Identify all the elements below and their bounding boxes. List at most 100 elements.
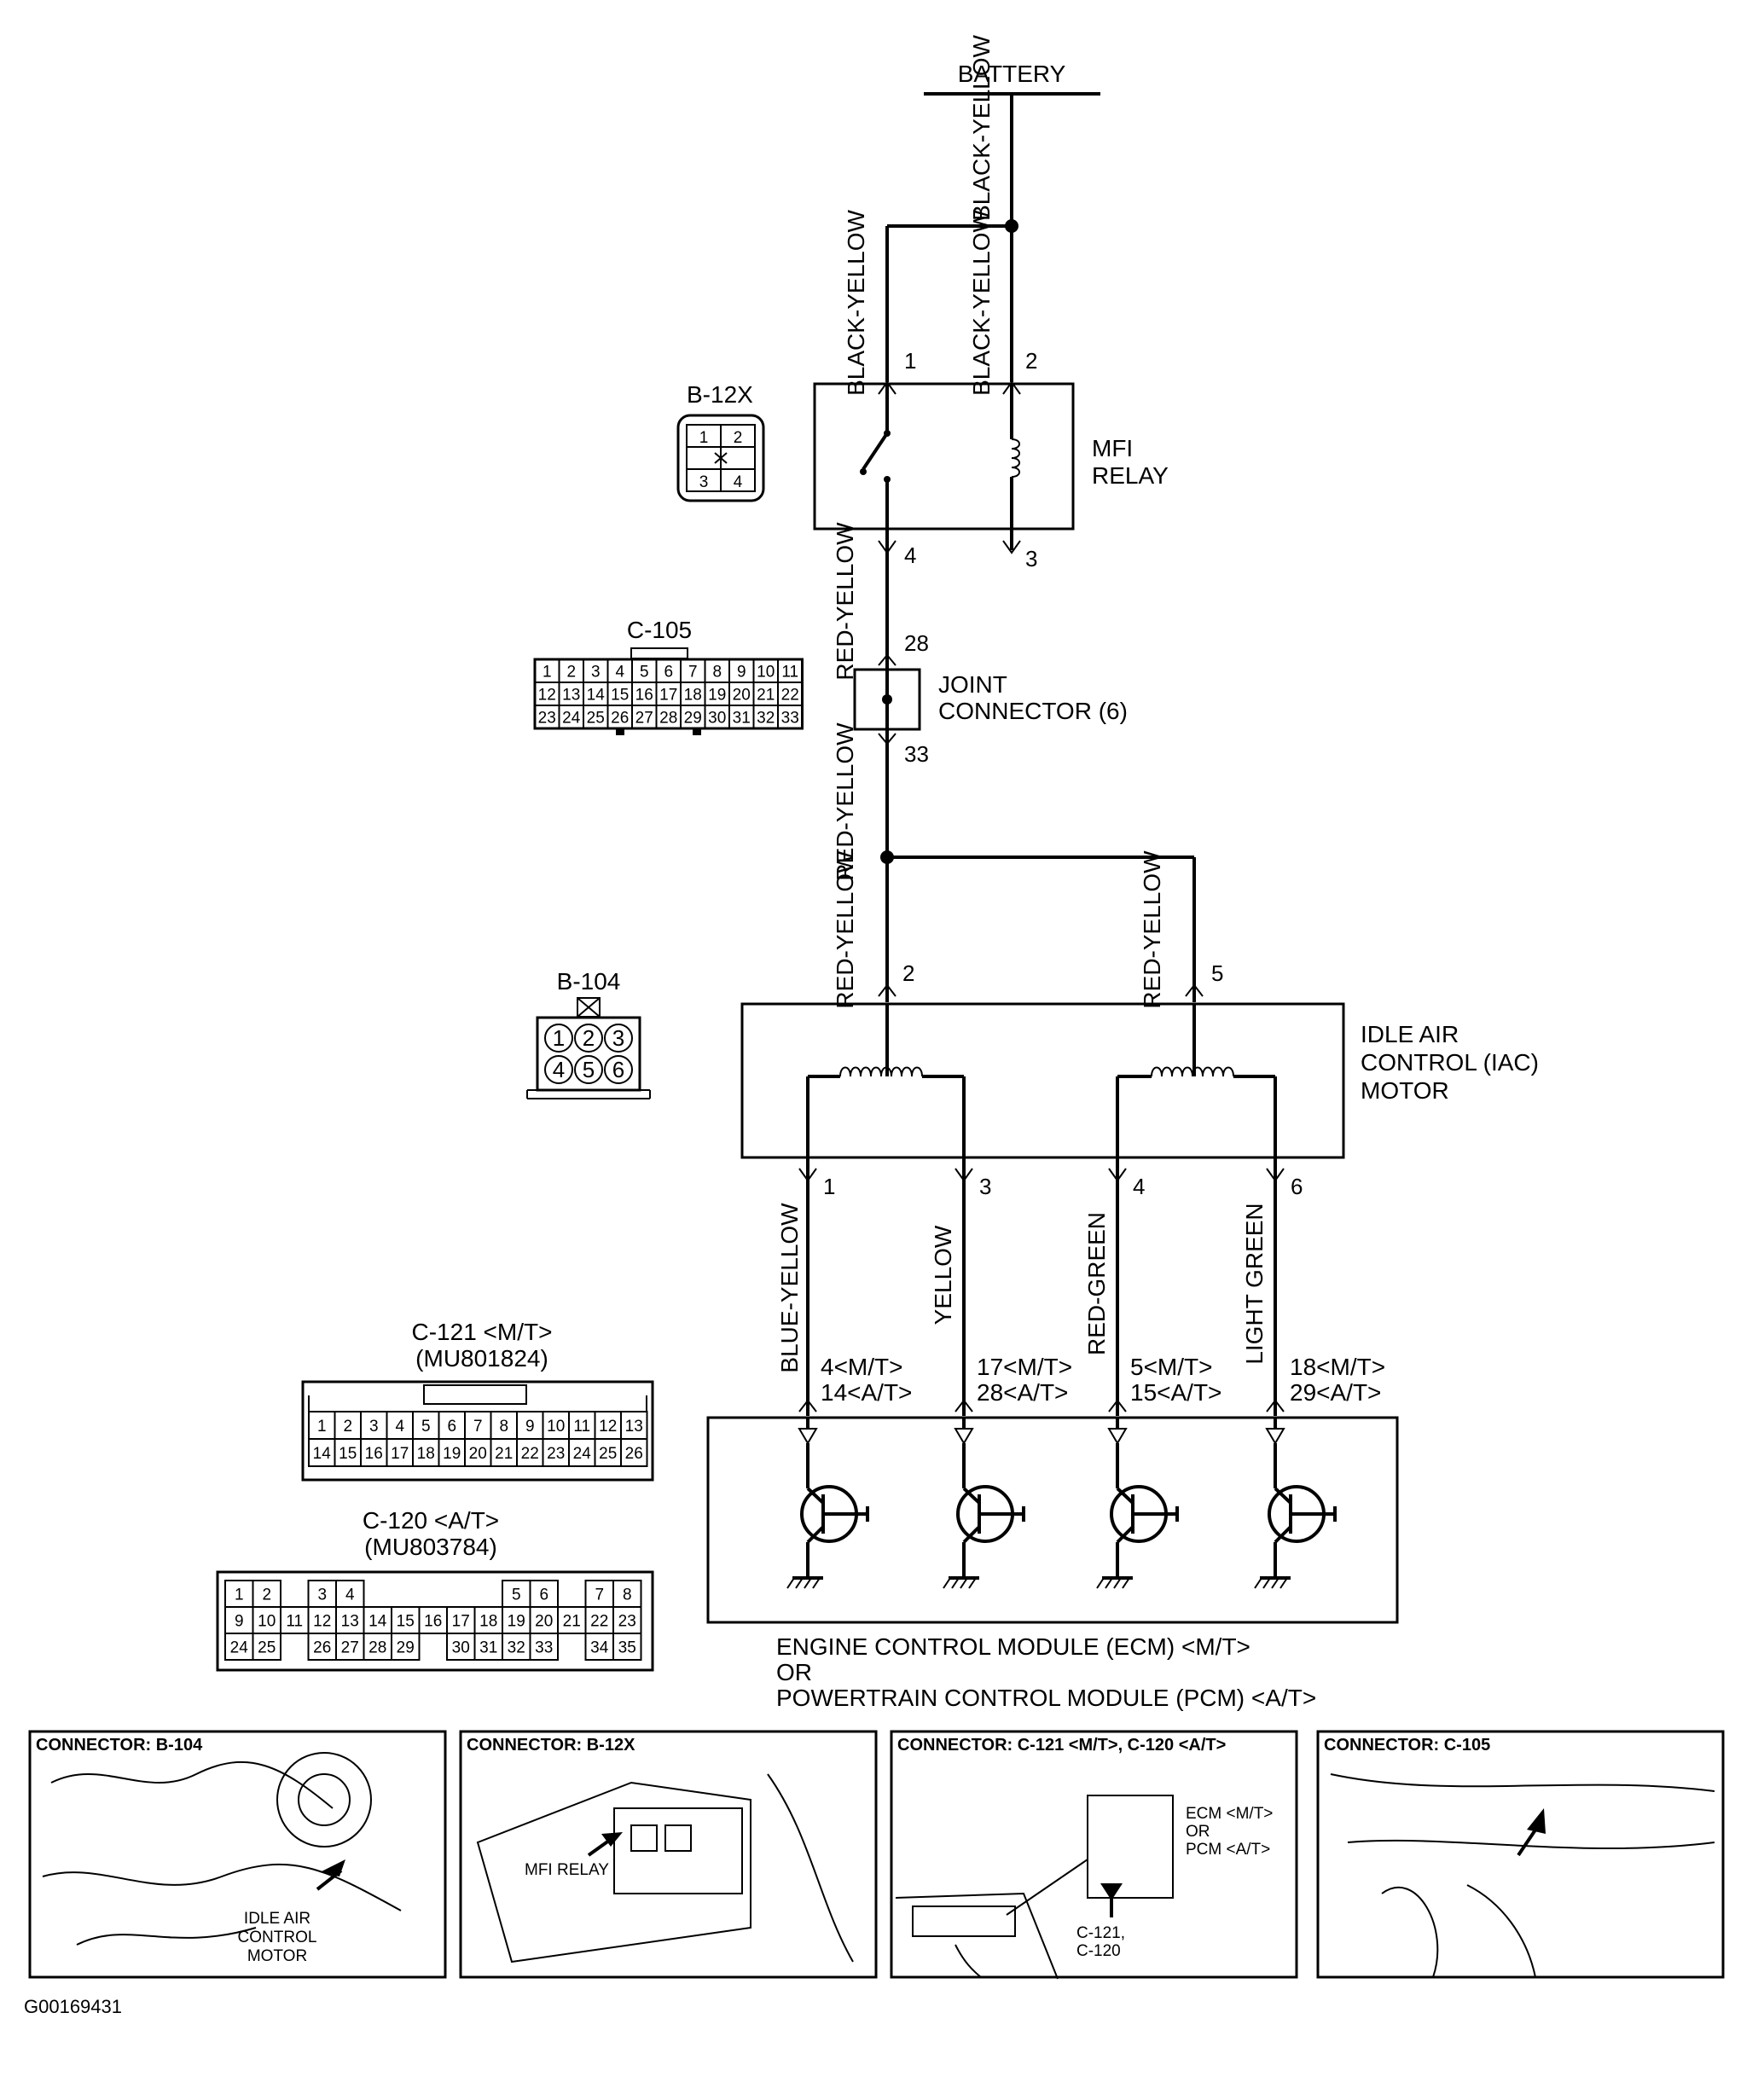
ground-icon xyxy=(812,1577,821,1589)
ecm-pin-1-mt: 4<M/T> xyxy=(821,1354,902,1380)
c105-pin: 26 xyxy=(611,710,629,728)
photo-sketch xyxy=(664,1824,692,1852)
photo-arrow xyxy=(587,1836,614,1857)
b104-pin-socket xyxy=(574,1055,603,1084)
c120-pin: 3 xyxy=(317,1586,327,1604)
wire-label-yellow: YELLOW xyxy=(930,1225,956,1325)
photo-label: C-120 xyxy=(1076,1942,1121,1960)
connector-c121 xyxy=(301,1380,654,1482)
c120-pin: 23 xyxy=(618,1613,636,1631)
c105-pin: 22 xyxy=(781,687,799,705)
connector-b12x xyxy=(676,414,765,502)
c121-pin: 25 xyxy=(599,1445,617,1463)
c105-pin: 8 xyxy=(712,664,722,682)
c105-pin: 29 xyxy=(684,710,702,728)
c120-pin: 30 xyxy=(452,1639,470,1657)
c105-pin: 14 xyxy=(587,687,606,705)
c105-pin: 12 xyxy=(538,687,556,705)
c120-pin: 25 xyxy=(258,1639,276,1657)
b104-pin-socket xyxy=(544,1055,573,1084)
photo-sketch xyxy=(50,1761,334,1809)
c120-pin: 29 xyxy=(397,1639,415,1657)
c120-cell xyxy=(529,1633,559,1661)
c105-pin: 9 xyxy=(737,664,746,682)
b12x-pin-3: 3 xyxy=(699,473,709,491)
figure-id: G00169431 xyxy=(24,1996,122,2017)
connector-c121-name: C-121 <M/T> xyxy=(412,1319,553,1345)
wire-label-red-yellow-2: RED-YELLOW xyxy=(832,722,858,881)
photo-sketch xyxy=(1087,1795,1174,1899)
c105-pin: 16 xyxy=(635,687,653,705)
c121-pin: 11 xyxy=(573,1418,590,1436)
connector-c121-key xyxy=(423,1384,527,1405)
c105-pin: 15 xyxy=(611,687,629,705)
pin-arrow xyxy=(955,1168,973,1182)
c105-pin: 27 xyxy=(635,710,653,728)
ecm-pin-3-mt: 5<M/T> xyxy=(1130,1354,1212,1380)
c120-pin: 4 xyxy=(345,1586,355,1604)
c105-pin: 23 xyxy=(538,710,556,728)
c120-pin: 8 xyxy=(623,1586,632,1604)
c120-pin: 10 xyxy=(258,1613,276,1631)
c121-pin: 15 xyxy=(339,1445,357,1463)
c120-pin: 16 xyxy=(424,1613,442,1631)
photo-connector-b104: CONNECTOR: B-104 IDLE AIR CONTROL MOTOR xyxy=(28,1730,447,1979)
photo-sketch xyxy=(613,1807,743,1894)
ground-icon xyxy=(1122,1577,1130,1589)
ground-icon xyxy=(1271,1577,1279,1589)
ecm-label-3: POWERTRAIN CONTROL MODULE (PCM) <A/T> xyxy=(776,1685,1316,1711)
iac-label-1: IDLE AIR xyxy=(1361,1021,1459,1047)
c120-pin: 20 xyxy=(535,1613,553,1631)
relay-pin-3: 3 xyxy=(1025,546,1037,571)
c121-pin: 26 xyxy=(625,1445,643,1463)
photo-label: MOTOR xyxy=(247,1947,307,1965)
photo-arrow xyxy=(1527,1808,1546,1834)
c105-pin: 33 xyxy=(781,710,799,728)
wire-label-red-yellow-4: RED-YELLOW xyxy=(1139,850,1165,1009)
pin-arrow xyxy=(798,1399,817,1412)
iac-pin-6: 6 xyxy=(1291,1174,1303,1199)
c105-pin: 25 xyxy=(587,710,605,728)
b104-pin: 3 xyxy=(612,1025,624,1051)
c121-pin: 17 xyxy=(391,1445,409,1463)
joint-connector-label-2: CONNECTOR (6) xyxy=(938,698,1128,724)
photo-sketch xyxy=(912,1905,1016,1937)
joint-connector-label-1: JOINT xyxy=(938,671,1007,698)
transistor-collector xyxy=(962,1487,981,1505)
b104-pin: 2 xyxy=(583,1025,595,1051)
c120-pin: 35 xyxy=(618,1639,636,1657)
connector-b104-name: B-104 xyxy=(557,968,621,995)
c105-pin: 28 xyxy=(659,710,677,728)
c120-pin: 9 xyxy=(235,1613,244,1631)
transistor-emitter xyxy=(1116,1525,1134,1544)
pin-arrow xyxy=(1185,983,1204,997)
c120-pin: 12 xyxy=(313,1613,331,1631)
ground-icon xyxy=(1262,1577,1271,1589)
relay-contact xyxy=(860,468,867,475)
pin-arrow xyxy=(1108,1399,1127,1412)
photo-sketch xyxy=(630,1824,658,1852)
ecm-pin-4-mt: 18<M/T> xyxy=(1290,1354,1385,1380)
photo-label: IDLE AIR xyxy=(244,1910,310,1928)
ground-icon xyxy=(1096,1577,1105,1589)
c105-pin: 11 xyxy=(781,664,798,682)
wire-label-red-yellow-1: RED-YELLOW xyxy=(832,522,858,681)
c121-pin: 4 xyxy=(395,1418,404,1436)
photo-connector-c121-c120: CONNECTOR: C-121 <M/T>, C-120 <A/T> ECM … xyxy=(890,1730,1298,1980)
connector-c105-name: C-105 xyxy=(627,617,692,643)
diode-triangle xyxy=(1265,1428,1285,1445)
ecm-pin-2-mt: 17<M/T> xyxy=(977,1354,1072,1380)
ground-icon xyxy=(804,1577,812,1589)
wire-label-blue-yellow: BLUE-YELLOW xyxy=(776,1203,803,1373)
wire-label-light-green: LIGHT GREEN xyxy=(1241,1203,1268,1364)
c120-pin: 22 xyxy=(590,1613,608,1631)
pin-arrow xyxy=(878,380,897,395)
c105-pin: 24 xyxy=(562,710,581,728)
c105-pin: 18 xyxy=(684,687,702,705)
c105-pin: 7 xyxy=(688,664,698,682)
photo-sketch xyxy=(1347,1839,1715,1849)
mfi-relay-box xyxy=(813,382,1075,531)
c121-cell xyxy=(620,1438,648,1467)
c121-pin: 14 xyxy=(313,1445,332,1463)
